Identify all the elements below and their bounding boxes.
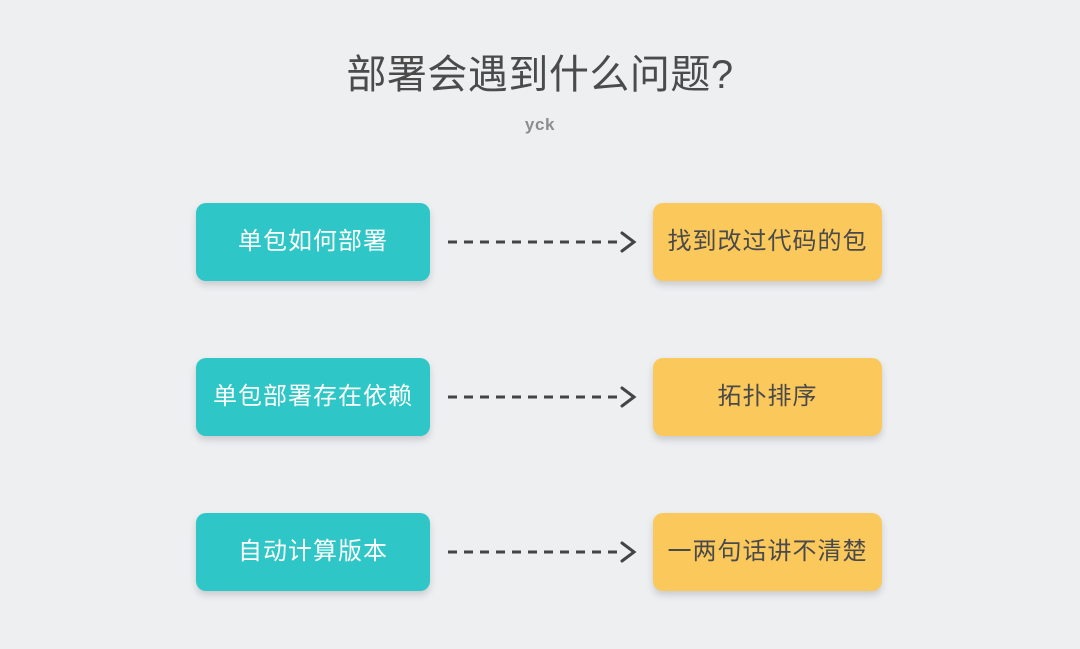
dashed-arrow-right-icon <box>446 541 638 563</box>
solution-node[interactable]: 找到改过代码的包 <box>653 203 882 281</box>
solution-node[interactable]: 一两句话讲不清楚 <box>653 513 882 591</box>
dashed-arrow-right-icon <box>446 386 638 408</box>
problem-node-label: 单包如何部署 <box>238 228 388 255</box>
page-title: 部署会遇到什么问题? <box>346 53 734 97</box>
problem-node-label: 单包部署存在依赖 <box>213 383 413 410</box>
problem-node[interactable]: 自动计算版本 <box>196 513 430 591</box>
problem-node[interactable]: 单包部署存在依赖 <box>196 358 430 436</box>
flow-diagram: 单包如何部署 找到改过代码的包 单包部署存在依赖 <box>0 203 1080 591</box>
problem-node[interactable]: 单包如何部署 <box>196 203 430 281</box>
solution-node[interactable]: 拓扑排序 <box>653 358 882 436</box>
flow-row: 单包部署存在依赖 拓扑排序 <box>0 358 1080 436</box>
problem-node-label: 自动计算版本 <box>238 538 388 565</box>
slide-author: yck <box>524 115 556 135</box>
flow-row: 单包如何部署 找到改过代码的包 <box>0 203 1080 281</box>
solution-node-label: 一两句话讲不清楚 <box>667 538 868 565</box>
slide-header: 部署会遇到什么问题? yck <box>0 0 1080 136</box>
solution-node-label: 拓扑排序 <box>717 383 818 410</box>
dashed-arrow-right-icon <box>446 231 638 253</box>
flow-row: 自动计算版本 一两句话讲不清楚 <box>0 513 1080 591</box>
solution-node-label: 找到改过代码的包 <box>667 228 868 255</box>
